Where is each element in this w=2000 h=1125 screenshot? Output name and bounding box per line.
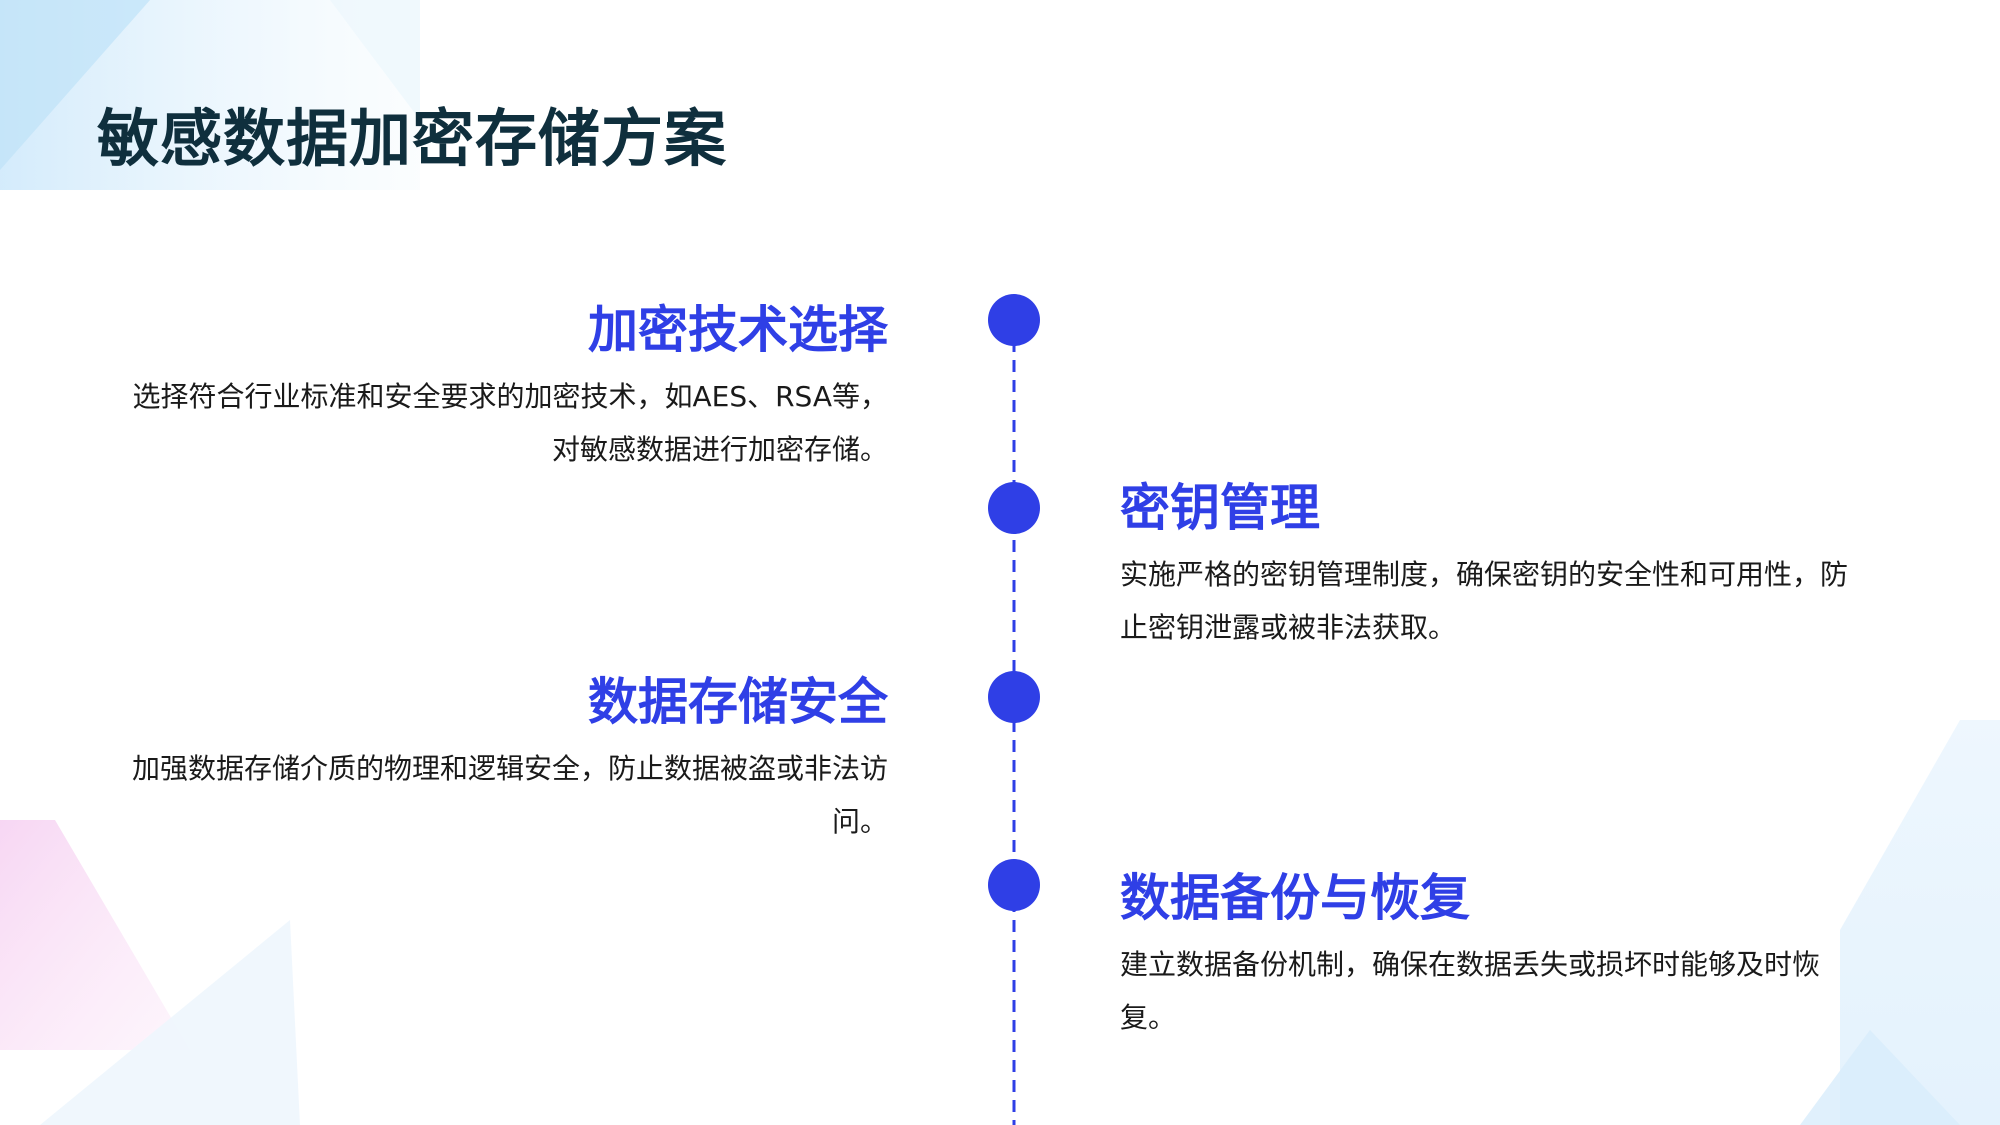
deco-bottom-left-pink <box>0 820 190 1050</box>
page-title: 敏感数据加密存储方案 <box>97 102 728 175</box>
item-description: 选择符合行业标准和安全要求的加密技术，如AES、RSA等，对敏感数据进行加密存储… <box>132 380 888 466</box>
timeline-item-storage-security: 数据存储安全 加强数据存储介质的物理和逻辑安全，防止数据被盗或非法访问。 <box>128 672 888 848</box>
item-title: 数据备份与恢复 <box>1120 869 1470 927</box>
item-description: 建立数据备份机制，确保在数据丢失或损坏时能够及时恢复。 <box>1120 948 1821 1034</box>
item-description: 实施严格的密钥管理制度，确保密钥的安全性和可用性，防止密钥泄露或被非法获取。 <box>1120 558 1849 644</box>
item-title: 数据存储安全 <box>588 673 888 731</box>
timeline-dot-2 <box>988 482 1040 534</box>
timeline-dot-3 <box>988 671 1040 723</box>
timeline-item-backup-recovery: 数据备份与恢复 建立数据备份机制，确保在数据丢失或损坏时能够及时恢复。 <box>1120 868 1850 1044</box>
timeline-item-key-management: 密钥管理 实施严格的密钥管理制度，确保密钥的安全性和可用性，防止密钥泄露或被非法… <box>1120 478 1850 654</box>
deco-bottom-right-large <box>1840 720 2000 1125</box>
item-title: 密钥管理 <box>1120 479 1320 537</box>
item-title: 加密技术选择 <box>588 301 888 359</box>
deco-top-left-triangle-2 <box>330 0 420 120</box>
deco-bottom-left-blue <box>40 920 300 1125</box>
item-description: 加强数据存储介质的物理和逻辑安全，防止数据被盗或非法访问。 <box>131 752 888 838</box>
deco-bottom-right-small <box>1800 1030 1960 1125</box>
timeline-item-encryption-tech: 加密技术选择 选择符合行业标准和安全要求的加密技术，如AES、RSA等，对敏感数… <box>128 300 888 476</box>
timeline-dot-1 <box>988 294 1040 346</box>
deco-top-left-triangle <box>0 0 150 170</box>
timeline-dot-4 <box>988 859 1040 911</box>
